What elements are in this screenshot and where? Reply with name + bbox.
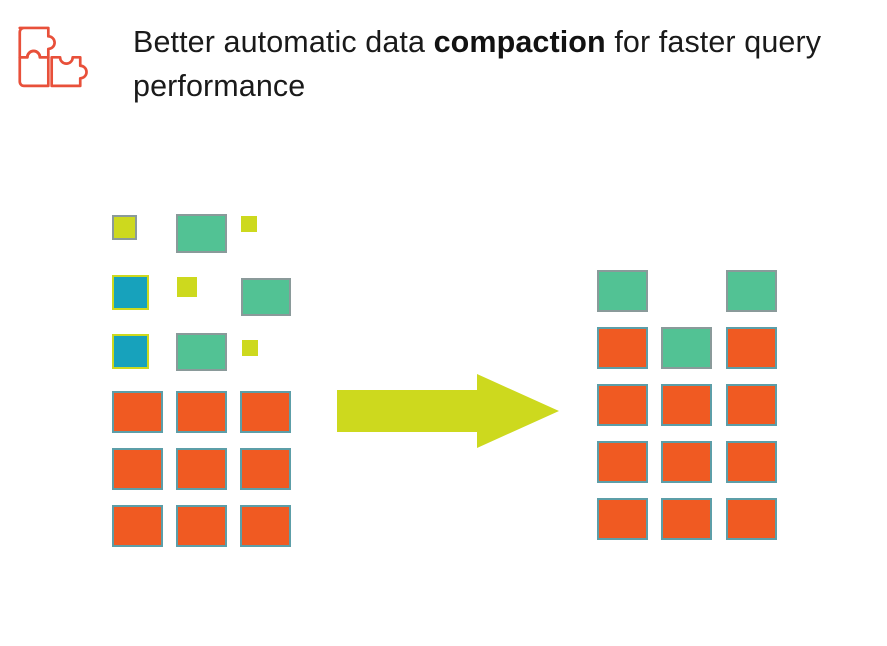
title-text-emphasis: compaction: [433, 25, 606, 59]
before-cell-r2c1: [112, 275, 149, 310]
after-cell-r1c3: [726, 270, 777, 312]
page-title: Better automatic data compaction for fas…: [133, 21, 863, 108]
before-cell-r5c3: [240, 448, 291, 490]
before-cell-r4c1: [112, 391, 163, 433]
slide-header: Better automatic data compaction for fas…: [0, 0, 887, 130]
before-cell-r2c2: [177, 277, 197, 297]
after-cell-r1c1: [597, 270, 648, 312]
after-cell-r4c2: [661, 441, 712, 483]
before-cell-r6c1: [112, 505, 163, 547]
after-cell-r2c1: [597, 327, 648, 369]
after-cell-r4c3: [726, 441, 777, 483]
after-cell-r5c1: [597, 498, 648, 540]
puzzle-pieces-icon: [8, 17, 92, 101]
before-cell-r4c2: [176, 391, 227, 433]
before-cell-r5c1: [112, 448, 163, 490]
after-cell-r3c2: [661, 384, 712, 426]
before-cell-r5c2: [176, 448, 227, 490]
before-cell-r6c2: [176, 505, 227, 547]
before-cell-r1c1: [112, 215, 137, 240]
before-cell-r4c3: [240, 391, 291, 433]
title-text-pre: Better automatic data: [133, 25, 434, 59]
before-cell-r3c3: [242, 340, 258, 356]
title-text-post: for faster: [605, 25, 736, 59]
after-cell-r5c3: [726, 498, 777, 540]
before-cell-r3c2: [176, 333, 227, 371]
after-cell-r5c2: [661, 498, 712, 540]
after-cell-r3c3: [726, 384, 777, 426]
title-text-line2: query performance: [133, 25, 822, 103]
before-cell-r1c3: [241, 216, 257, 232]
after-cell-r2c2: [661, 327, 712, 369]
after-cell-r3c1: [597, 384, 648, 426]
before-cell-r2c3: [241, 278, 291, 316]
right-arrow-icon: [337, 374, 559, 448]
before-cell-r1c2: [176, 214, 227, 253]
before-cell-r3c1: [112, 334, 149, 369]
before-cell-r6c3: [240, 505, 291, 547]
after-cell-r4c1: [597, 441, 648, 483]
after-cell-r2c3: [726, 327, 777, 369]
